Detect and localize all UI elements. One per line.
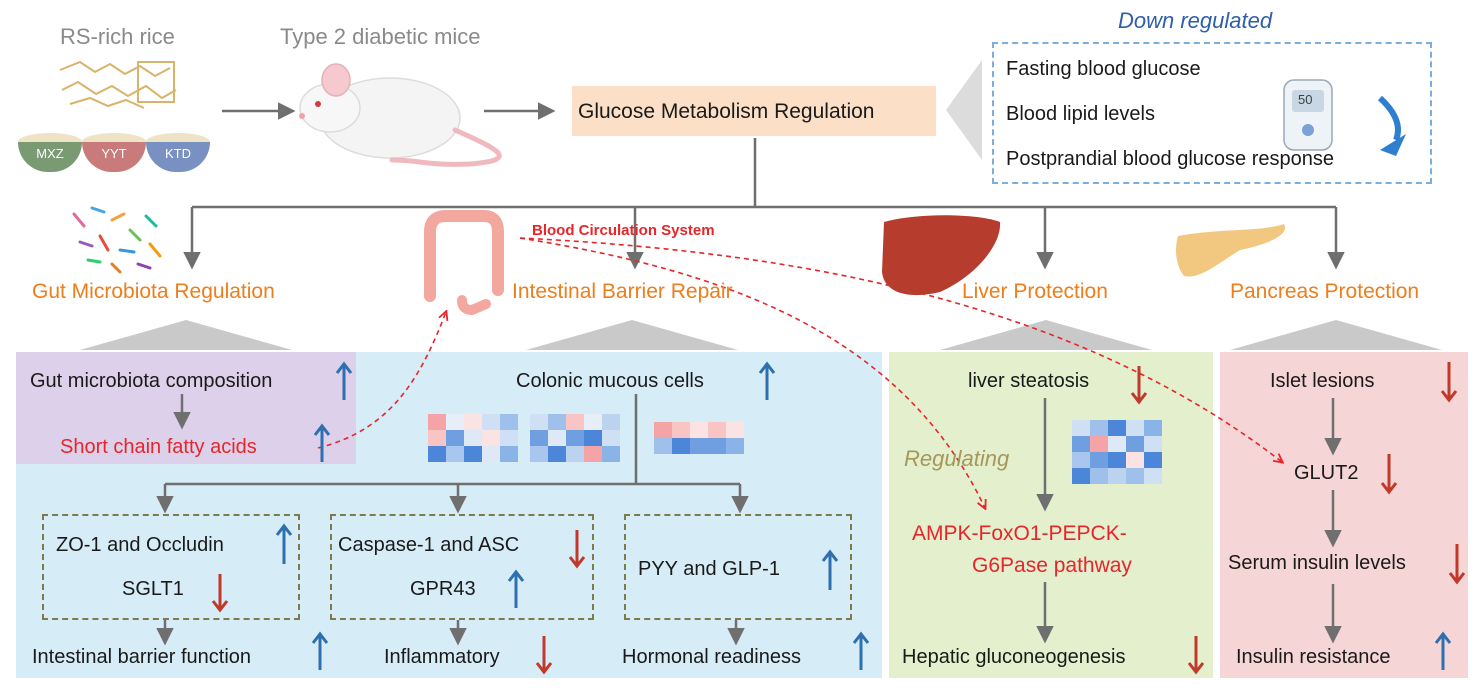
rs-rice-label: RS-rich rice <box>60 24 175 49</box>
liver-pathway-line1: AMPK-FoxO1-PEPCK- <box>912 522 1127 545</box>
heatmap-3 <box>654 422 744 454</box>
liver-pathway-line2: G6Pase pathway <box>972 554 1132 577</box>
intestinal-gpr43: GPR43 <box>410 578 476 600</box>
gut-panel <box>16 352 356 464</box>
pancreas-resistance: Insulin resistance <box>1236 646 1391 668</box>
liver-gluconeogenesis: Hepatic gluconeogenesis <box>902 646 1126 668</box>
intestinal-box-2 <box>330 514 594 620</box>
heatmap-1 <box>428 414 518 462</box>
down-item-fasting: Fasting blood glucose <box>1006 58 1201 80</box>
gut-composition: Gut microbiota composition <box>30 370 273 392</box>
central-box <box>572 86 936 136</box>
category-pancreas: Pancreas Protection <box>1230 280 1420 303</box>
down-item-lipid: Blood lipid levels <box>1006 103 1155 125</box>
intestinal-inflammatory: Inflammatory <box>384 646 500 668</box>
liver-triangle <box>940 320 1152 350</box>
liver-steatosis: liver steatosis <box>968 370 1090 392</box>
heatmap-liver <box>1072 420 1162 484</box>
intestinal-box-3 <box>624 514 852 620</box>
intestinal-zo1: ZO-1 and Occludin <box>56 534 224 556</box>
intestinal-barrier-function: Intestinal barrier function <box>32 646 252 668</box>
intestinal-box-1 <box>42 514 300 620</box>
glucometer-illustration <box>1283 79 1406 156</box>
bacteria-illustration <box>72 206 162 274</box>
blood-circulation-label: Blood Circulation System <box>532 222 715 239</box>
central-box-label: Glucose Metabolism Regulation <box>578 100 875 123</box>
pancreas-islet: Islet lesions <box>1270 370 1375 392</box>
intestinal-pyy: PYY and GLP-1 <box>638 558 780 580</box>
intestinal-sglt1: SGLT1 <box>122 578 184 600</box>
indicator-arrows <box>211 361 1466 675</box>
mouse-illustration <box>299 63 502 167</box>
meter-reading: 50 <box>1298 92 1313 107</box>
gut-triangle <box>80 320 292 350</box>
intestinal-hormonal: Hormonal readiness <box>622 646 801 668</box>
pancreas-illustration <box>1176 224 1286 277</box>
heatmap-2 <box>530 414 620 462</box>
rs-rice-illustration <box>59 60 177 109</box>
pancreas-serum: Serum insulin levels <box>1228 552 1406 574</box>
intestinal-caspase: Caspase-1 and ASC <box>338 534 520 556</box>
intestinal-triangle <box>526 320 738 350</box>
category-gut: Gut Microbiota Regulation <box>32 280 275 303</box>
chevron-pointer <box>946 60 982 160</box>
liver-regulating: Regulating <box>904 446 1010 471</box>
mice-label: Type 2 diabetic mice <box>280 24 481 49</box>
intestinal-mucous: Colonic mucous cells <box>516 370 704 392</box>
liver-illustration <box>882 215 1001 296</box>
gut-scfa: Short chain fatty acids <box>60 436 257 458</box>
down-regulated-title: Down regulated <box>1118 8 1273 33</box>
category-intestinal: Intestinal Barrier Repair <box>512 280 733 303</box>
intestine-illustration <box>424 210 504 316</box>
intestine-to-pathway-curve <box>519 237 985 508</box>
pancreas-triangle <box>1230 320 1442 350</box>
down-regulated-box <box>992 42 1432 184</box>
scfa-to-intestine-curve <box>317 312 446 449</box>
liver-panel <box>889 352 1213 678</box>
pancreas-glut2: GLUT2 <box>1294 462 1359 484</box>
category-liver: Liver Protection <box>962 280 1108 303</box>
down-item-postprandial: Postprandial blood glucose response <box>1006 148 1334 170</box>
pancreas-panel <box>1220 352 1468 678</box>
